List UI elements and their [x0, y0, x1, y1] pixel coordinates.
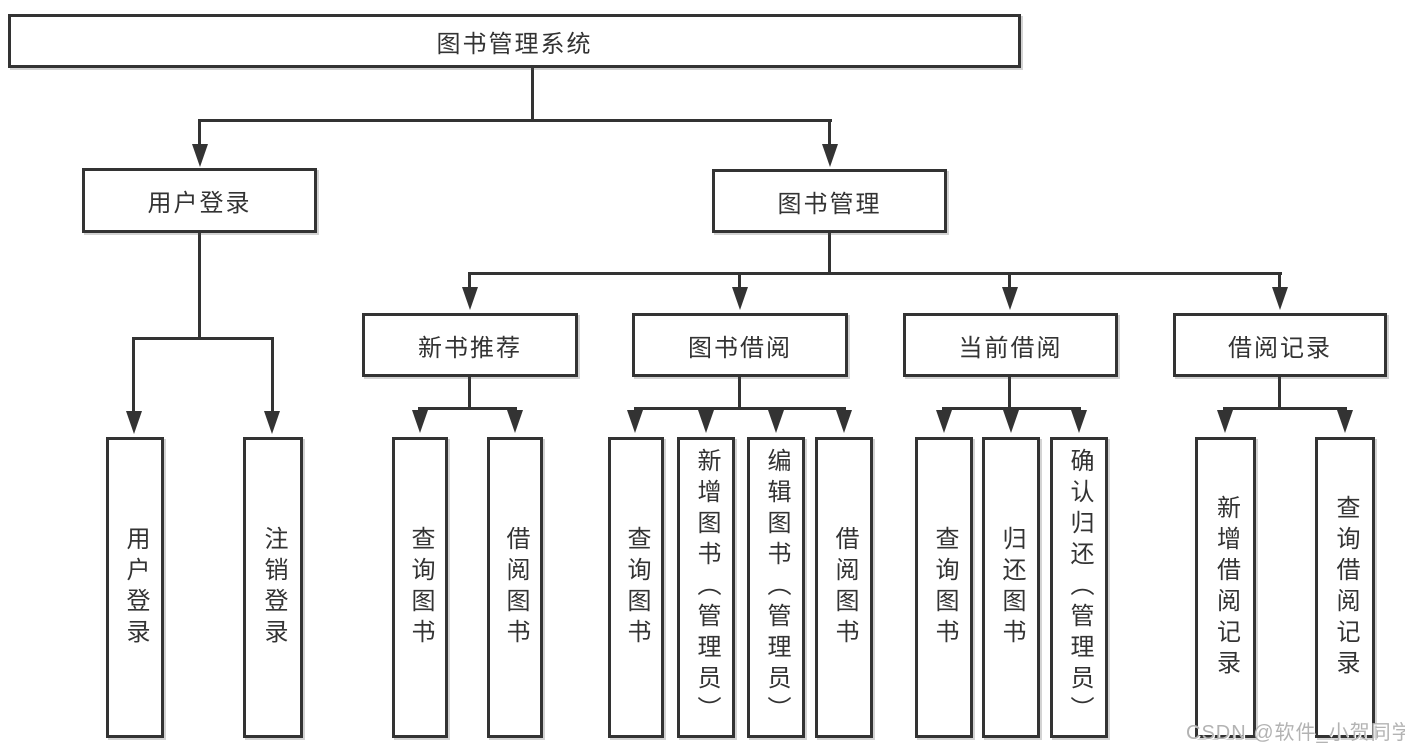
- node-book-management: 图书管理: [712, 169, 947, 233]
- connector-arrow: [507, 410, 523, 433]
- node-library-management-system: 图书管理系统: [8, 14, 1021, 68]
- connector-arrow: [264, 411, 280, 434]
- node-label: 当前借阅: [958, 334, 1063, 362]
- connector-arrow: [836, 410, 852, 433]
- connector-arrow: [1002, 287, 1018, 310]
- leaf-label: 新增借阅记录: [1212, 494, 1240, 681]
- leaf-query-books-borrow: 查询图书: [608, 437, 664, 738]
- leaf-label: 注销登录: [260, 525, 287, 650]
- connector-line: [132, 337, 135, 414]
- connector-arrow: [412, 410, 428, 433]
- connector-arrow: [698, 410, 714, 433]
- connector-arrow: [936, 410, 952, 433]
- connector-line: [1223, 407, 1347, 410]
- leaf-label: 查询图书: [407, 525, 434, 650]
- leaf-label: 编辑图书（管理员）: [763, 448, 790, 727]
- leaf-borrow-books-recommend: 借阅图书: [487, 437, 543, 738]
- leaf-query-books-current: 查询图书: [915, 437, 973, 738]
- connector-line: [1278, 272, 1281, 289]
- leaf-label: 查询图书: [623, 525, 650, 650]
- connector-arrow: [732, 287, 748, 310]
- connector-line: [1278, 376, 1281, 409]
- connector-arrow: [1003, 410, 1019, 433]
- connector-line: [468, 376, 471, 409]
- node-label: 用户登录: [147, 190, 252, 217]
- node-label: 新书推荐: [418, 334, 522, 362]
- leaf-label: 借阅图书: [502, 525, 529, 650]
- connector-arrow: [192, 144, 208, 167]
- leaf-user-login: 用户登录: [106, 437, 164, 738]
- connector-line: [198, 119, 201, 146]
- connector-arrow: [1071, 410, 1087, 433]
- connector-arrow: [462, 287, 478, 310]
- leaf-label: 确认归还（管理员）: [1066, 448, 1093, 727]
- leaf-label: 新增图书（管理员）: [693, 448, 720, 727]
- connector-line: [418, 407, 517, 410]
- node-new-book-recommend: 新书推荐: [362, 313, 578, 377]
- node-label: 图书管理系统: [436, 30, 593, 58]
- connector-line: [531, 67, 534, 121]
- watermark: CSDN @软件_小贺同学: [1186, 722, 1405, 744]
- connector-line: [738, 272, 741, 289]
- leaf-query-books-recommend: 查询图书: [392, 437, 448, 738]
- connector-arrow: [1272, 287, 1288, 310]
- connector-line: [1008, 272, 1011, 289]
- leaf-logout: 注销登录: [243, 437, 303, 738]
- node-label: 图书管理: [777, 190, 882, 218]
- node-user-login: 用户登录: [82, 168, 317, 233]
- node-borrow-records: 借阅记录: [1173, 313, 1387, 377]
- leaf-add-book-admin: 新增图书（管理员）: [677, 437, 735, 738]
- leaf-add-borrow-record: 新增借阅记录: [1195, 437, 1256, 738]
- leaf-confirm-return-admin: 确认归还（管理员）: [1050, 437, 1108, 738]
- connector-arrow: [1217, 410, 1233, 433]
- connector-arrow: [1337, 410, 1353, 433]
- connector-line: [828, 232, 831, 274]
- connector-arrow: [627, 410, 643, 433]
- node-label: 借阅记录: [1228, 334, 1332, 362]
- connector-line: [271, 337, 274, 414]
- connector-arrow: [768, 410, 784, 433]
- connector-line: [198, 232, 201, 339]
- leaf-edit-book-admin: 编辑图书（管理员）: [747, 437, 805, 738]
- connector-line: [469, 272, 1282, 275]
- connector-line: [828, 119, 831, 146]
- node-current-borrow: 当前借阅: [903, 313, 1118, 377]
- node-label: 图书借阅: [688, 334, 792, 362]
- connector-line: [1008, 376, 1011, 409]
- leaf-label: 查询图书: [931, 525, 958, 650]
- connector-line: [132, 337, 274, 340]
- connector-line: [198, 119, 832, 122]
- connector-line: [634, 407, 846, 410]
- leaf-query-borrow-record: 查询借阅记录: [1315, 437, 1375, 738]
- leaf-label: 归还图书: [998, 525, 1025, 650]
- connector-arrow: [126, 411, 142, 434]
- leaf-return-book: 归还图书: [982, 437, 1040, 738]
- connector-arrow: [822, 144, 838, 167]
- leaf-label: 用户登录: [122, 525, 149, 650]
- connector-line: [942, 407, 1081, 410]
- leaf-label: 查询借阅记录: [1332, 494, 1359, 681]
- connector-line: [738, 376, 741, 409]
- connector-line: [468, 272, 471, 289]
- node-book-borrow: 图书借阅: [632, 313, 848, 377]
- leaf-borrow-books: 借阅图书: [815, 437, 873, 738]
- leaf-label: 借阅图书: [831, 525, 858, 650]
